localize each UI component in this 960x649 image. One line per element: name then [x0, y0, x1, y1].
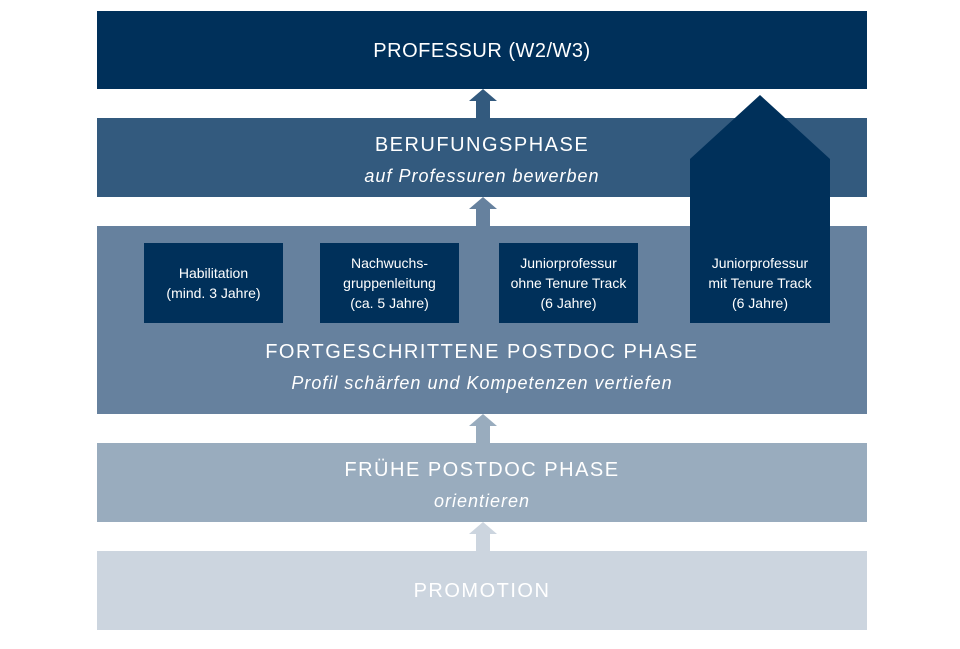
path-box-line: (mind. 3 Jahre): [166, 285, 261, 301]
stage-berufungsphase-title: BERUFUNGSPHASE: [374, 134, 590, 156]
stage-fortgeschrittene-subtitle: Profil schärfen und Kompetenzen vertiefe…: [291, 373, 673, 393]
path-box-line: (6 Jahre): [540, 295, 597, 311]
path-box-juniorprofessur-ohne-tenure-track: Juniorprofessur ohne Tenure Track (6 Jah…: [499, 243, 638, 323]
tenure-track-house-shape: [690, 95, 830, 323]
path-box-line: Nachwuchs-: [350, 255, 428, 271]
stage-fortgeschrittene-title: FORTGESCHRITTENE POSTDOC PHASE: [265, 341, 699, 363]
stage-promotion: PROMOTION: [97, 551, 867, 630]
path-box-juniorprofessur-mit-tenure-track: Juniorprofessur mit Tenure Track (6 Jahr…: [690, 243, 830, 323]
path-box-nachwuchsgruppenleitung: Nachwuchs- gruppenleitung (ca. 5 Jahre): [320, 243, 459, 323]
path-box-line: ohne Tenure Track: [510, 275, 627, 291]
stage-berufungsphase-subtitle: auf Professuren bewerben: [364, 166, 600, 186]
path-box-line: (6 Jahre): [731, 295, 788, 311]
path-box-line: Juniorprofessur: [711, 255, 809, 271]
path-box-line: mit Tenure Track: [708, 275, 812, 291]
path-box-line: gruppenleitung: [343, 275, 436, 291]
up-arrow-icon: [469, 522, 497, 552]
stage-fruehe-subtitle: orientieren: [433, 491, 531, 511]
path-box-habilitation: Habilitation (mind. 3 Jahre): [144, 243, 283, 323]
up-arrow-icon: [469, 197, 497, 227]
stage-fruehe-postdoc: FRÜHE POSTDOC PHASE orientieren: [97, 443, 867, 522]
path-box-line: Habilitation: [178, 265, 249, 281]
stage-professur-title: PROFESSUR (W2/W3): [373, 40, 591, 62]
stage-professur: PROFESSUR (W2/W3): [97, 11, 867, 89]
path-box-line: (ca. 5 Jahre): [350, 295, 429, 311]
stage-promotion-title: PROMOTION: [413, 580, 551, 602]
stage-fruehe-title: FRÜHE POSTDOC PHASE: [344, 459, 620, 481]
up-arrow-icon: [469, 414, 497, 444]
up-arrow-icon: [469, 89, 497, 119]
path-box-line: Juniorprofessur: [520, 255, 617, 271]
